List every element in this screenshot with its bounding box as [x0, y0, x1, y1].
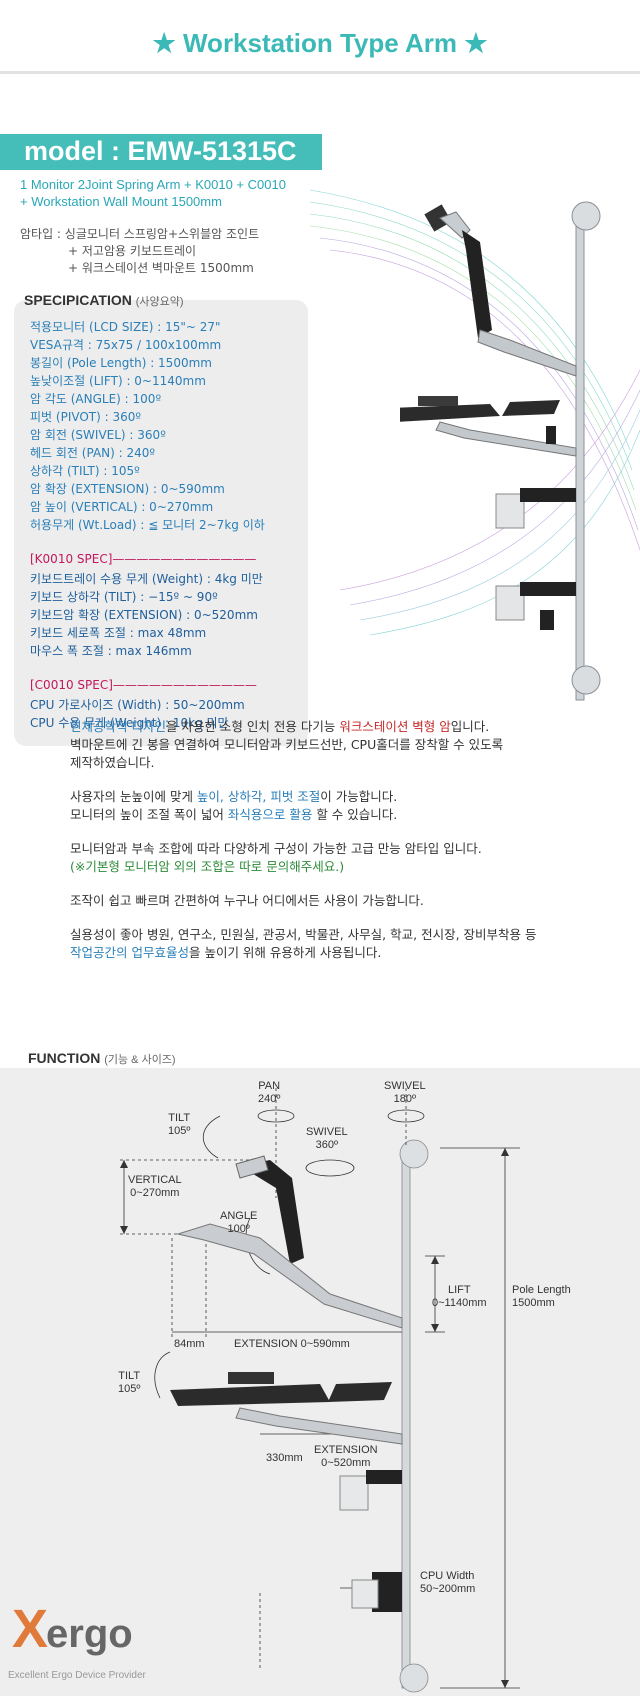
spec-item: 암 높이 (VERTICAL) : 0~270mm	[30, 500, 214, 514]
arm-type: 암타입 : 싱글모니터 스프링암+스위블암 조인트 + 저고암용 키보드트레이 …	[20, 226, 259, 277]
function-heading-sub: (기능 & 사이즈)	[104, 1054, 176, 1066]
spec-item: 마우스 폭 조절 : max 146mm	[30, 644, 192, 658]
spec-item: 키보드트레이 수용 무게 (Weight) : 4kg 미만	[30, 572, 263, 586]
spec-item: CPU 가로사이즈 (Width) : 50~200mm	[30, 698, 245, 712]
spec-item: CPU 수용 무게 (Weight) : 10kg 미만	[30, 716, 229, 730]
model-name: model : EMW-51315C	[24, 136, 297, 166]
c0010-header: [C0010 SPEC]————————————	[30, 678, 257, 692]
desc-line: 벽마운트에 긴 봉을 연결하여 모니터암과 키보드선반, CPU홀더를 장착할 …	[70, 737, 504, 752]
desc-line: 인체공학적 디자인을 차용한 소형 인치 전용 다기능 워크스테이션 벽형 암입…	[70, 719, 490, 734]
model-banner: model : EMW-51315C	[0, 134, 322, 170]
dim-330mm: 330mm	[266, 1452, 303, 1464]
spec-item: 허용무게 (Wt.Load) : ≦ 모니터 2~7kg 이하	[30, 518, 265, 532]
function-heading-text: FUNCTION	[28, 1050, 101, 1066]
desc-note: (※기본형 모니터암 외의 조합은 따로 문의해주세요.)	[70, 859, 345, 874]
arm-type-line: + 저고암용 키보드트레이	[68, 244, 197, 258]
spec-item: 키보드 상하각 (TILT) : −15º ~ 90º	[30, 590, 218, 604]
spec-heading: SPECIPICATION (사양요약)	[24, 292, 184, 309]
function-diagram	[120, 1088, 520, 1693]
spec-item: 암 확장 (EXTENSION) : 0~590mm	[30, 482, 225, 496]
desc-line: 실용성이 좋아 병원, 연구소, 민원실, 관공서, 박물관, 사무실, 학교,…	[70, 927, 537, 942]
logo-tagline: Excellent Ergo Device Provider	[8, 1670, 146, 1681]
function-heading: FUNCTION (기능 & 사이즈)	[28, 1050, 176, 1067]
k0010-header: [K0010 SPEC]————————————	[30, 552, 257, 566]
spec-panel	[14, 300, 308, 746]
dim-84mm: 84mm	[174, 1338, 205, 1350]
desc-line: 사용자의 눈높이에 맞게 높이, 상하각, 피벗 조절이 가능합니다.	[70, 789, 398, 804]
arm-type-line: + 워크스테이션 벽마운트 1500mm	[68, 261, 254, 275]
function-panel	[0, 1068, 640, 1696]
spec-heading-text: SPECIPICATION	[24, 292, 132, 308]
logo-mark: X	[12, 1599, 49, 1659]
desc-line: 제작하였습니다.	[70, 755, 155, 770]
logo-wordmark: ergo	[46, 1612, 133, 1656]
spec-item: VESA규격 : 75x75 / 100x100mm	[30, 338, 222, 352]
title-divider	[0, 71, 640, 74]
spec-item: 암 회전 (SWIVEL) : 360º	[30, 428, 166, 442]
desc-line: 모니터암과 부속 조합에 따라 다양하게 구성이 가능한 고급 만능 암타입 입…	[70, 841, 482, 856]
spec-item: 높낮이조절 (LIFT) : 0~1140mm	[30, 374, 206, 388]
decorative-swirl	[310, 189, 640, 636]
spec-item: 봉길이 (Pole Length) : 1500mm	[30, 356, 212, 370]
spec-item: 키보드암 확장 (EXTENSION) : 0~520mm	[30, 608, 258, 622]
spec-item: 피벗 (PIVOT) : 360º	[30, 410, 142, 424]
page-title: ★ Workstation Type Arm ★	[152, 28, 488, 58]
spec-heading-sub: (사양요약)	[135, 296, 184, 308]
model-subtitle: 1 Monitor 2Joint Spring Arm + K0010 + C0…	[20, 176, 286, 210]
desc-line: 조작이 쉽고 빠르며 간편하여 누구나 어디에서든 사용이 가능합니다.	[70, 893, 424, 908]
arm-type-line: 암타입 : 싱글모니터 스프링암+스위블암 조인트	[20, 227, 260, 241]
spec-item: 헤드 회전 (PAN) : 240º	[30, 446, 156, 460]
extension-top-label: EXTENSION 0~590mm	[234, 1338, 350, 1350]
desc-line: 작업공간의 업무효율성을 높이기 위해 유용하게 사용됩니다.	[70, 945, 382, 960]
spec-item: 키보드 세로폭 조절 : max 48mm	[30, 626, 207, 640]
product-illustration	[400, 201, 601, 701]
spec-item: 상하각 (TILT) : 105º	[30, 464, 140, 478]
desc-line: 모니터의 높이 조절 폭이 넓어 좌식용으로 활용 할 수 있습니다.	[70, 807, 398, 822]
subtitle-line: + Workstation Wall Mount 1500mm	[20, 194, 222, 209]
spec-item: 암 각도 (ANGLE) : 100º	[30, 392, 162, 406]
subtitle-line: 1 Monitor 2Joint Spring Arm + K0010 + C0…	[20, 177, 286, 192]
spec-item: 적용모니터 (LCD SIZE) : 15"~ 27"	[30, 320, 221, 334]
